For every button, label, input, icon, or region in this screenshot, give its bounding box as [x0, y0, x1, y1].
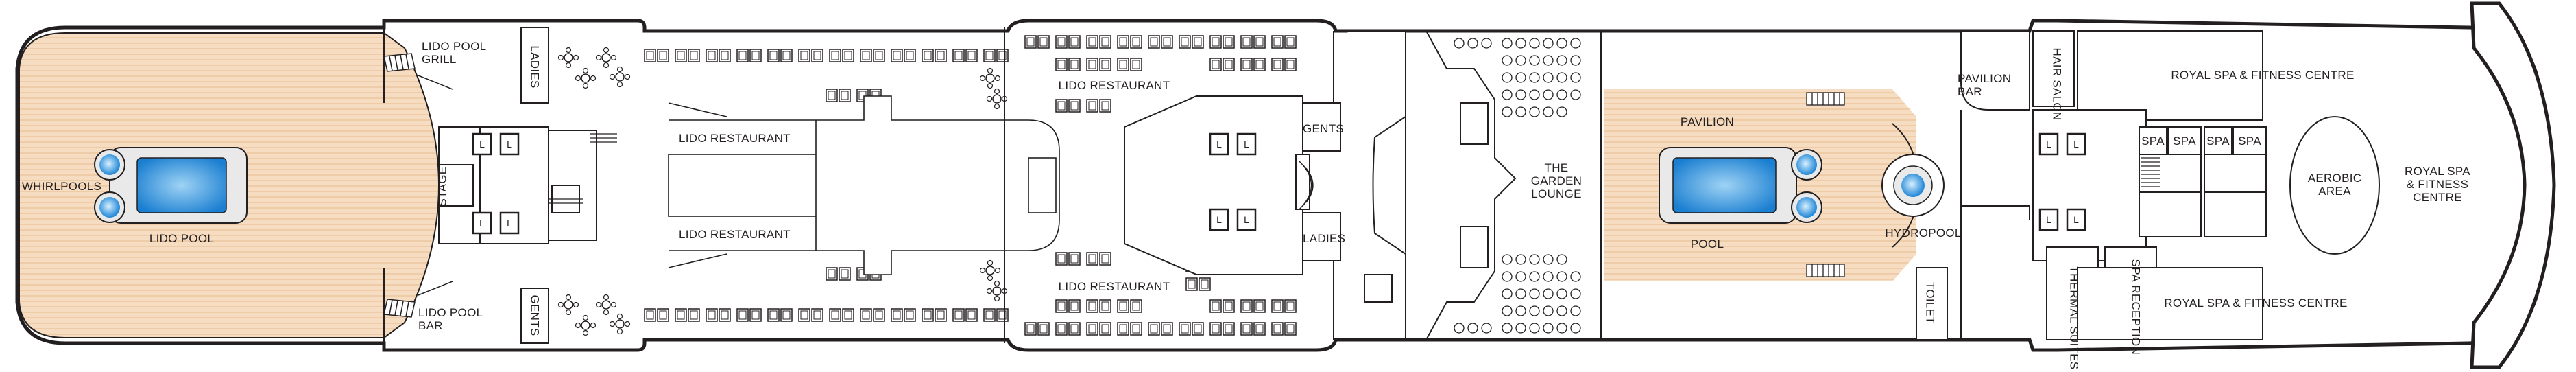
- ladies-label: LADIES: [1303, 232, 1346, 245]
- royal-spa-label: ROYAL SPA & FITNESS CENTRE: [2171, 69, 2355, 82]
- lift-icon: [1209, 132, 1229, 156]
- pool-label: POOL: [1690, 237, 1724, 251]
- lift-icon: [499, 211, 520, 235]
- lift-icon: [2066, 132, 2086, 156]
- lift-icon: [1209, 208, 1229, 231]
- hair-salon-label: HAIR SALON: [2050, 47, 2064, 121]
- royal-spa-side-label: ROYAL SPA & FITNESS CENTRE: [2405, 165, 2470, 204]
- mid-stair: [1299, 161, 1314, 210]
- spa-label: SPA: [2206, 135, 2230, 148]
- spa-reception-label: SPA RECEPTION: [2129, 259, 2143, 356]
- aft-stairs-bottom: [383, 299, 416, 318]
- lift-icon: [2066, 208, 2086, 231]
- toilet-label: TOILET: [1923, 281, 1937, 324]
- lift-icon: [1236, 132, 1257, 156]
- mid-structures: [1124, 30, 1406, 340]
- lido-restaurant-label: LIDO RESTAURANT: [1058, 79, 1170, 92]
- aerobic-area: [2289, 116, 2380, 255]
- lift-icon: [2038, 132, 2059, 156]
- ladies-label: LADIES: [528, 45, 542, 89]
- lido-restaurant-label: LIDO RESTAURANT: [679, 132, 791, 145]
- pavilion-bar: [1916, 30, 2030, 340]
- whirlpools-label: WHIRLPOOLS: [21, 180, 102, 193]
- spa-label: SPA: [2141, 135, 2165, 148]
- lido-pool-bar-label: LIDO POOL BAR: [418, 306, 483, 332]
- lift-icon: [2038, 208, 2059, 231]
- aft-stairs-top: [383, 53, 416, 72]
- aft-stair: [549, 133, 617, 204]
- royal-spa-label: ROYAL SPA & FITNESS CENTRE: [2164, 297, 2348, 310]
- gents-label: GENTS: [1303, 122, 1345, 135]
- thermal-suites-label: THERMAL SUITES: [2067, 266, 2081, 370]
- whirlpools: [94, 149, 125, 223]
- stage-label: STAGE: [435, 166, 449, 207]
- lido-pool-grill-label: LIDO POOL GRILL: [422, 40, 487, 66]
- garden-lounge: [1425, 30, 1517, 340]
- spa-label: SPA: [2238, 135, 2261, 148]
- pavilion-stairs: [1806, 92, 1845, 277]
- aft-structures: [383, 27, 597, 344]
- gents-label: GENTS: [528, 294, 542, 336]
- bow-outline: [2470, 1, 2556, 369]
- spa-area: [2032, 30, 2267, 340]
- spa-label: SPA: [2173, 135, 2196, 148]
- pavilion-pool: [1659, 147, 1822, 224]
- garden-lounge-label: THE GARDEN LOUNGE: [1530, 161, 1582, 200]
- lido-pool-label: LIDO POOL: [149, 232, 215, 245]
- pavilion-label: PAVILION: [1680, 115, 1735, 128]
- lift-icon: [499, 132, 520, 156]
- hydropool: [1881, 123, 1945, 248]
- hydropool-label: HYDROPOOL: [1885, 226, 1962, 240]
- pavilion-bar-label: PAVILION BAR: [1958, 72, 2012, 98]
- spa-stair: [2141, 157, 2160, 187]
- lift-icon: [1236, 208, 1257, 231]
- lido-pool: [109, 147, 248, 224]
- lido-restaurant-label: LIDO RESTAURANT: [679, 228, 791, 241]
- lift-icon: [472, 211, 492, 235]
- lift-icon: [472, 132, 492, 156]
- lido-servery: [668, 95, 1060, 275]
- lido-restaurant-label: LIDO RESTAURANT: [1058, 280, 1170, 293]
- aerobic-area-label: AEROBIC AREA: [2307, 172, 2362, 198]
